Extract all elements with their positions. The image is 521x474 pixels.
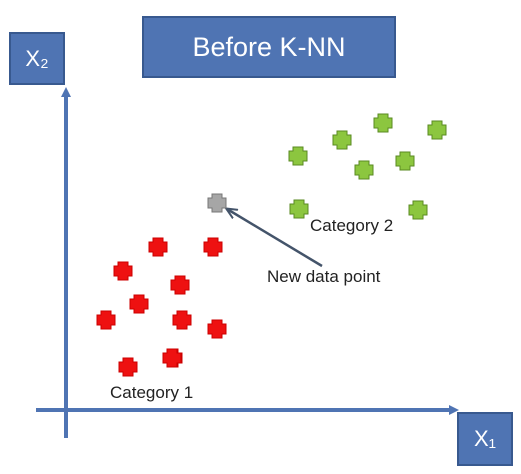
category-2-point-6: [354, 160, 374, 180]
category-1-point-4: [170, 275, 190, 295]
category-1-point-2: [203, 237, 223, 257]
category-1-point-8: [207, 319, 227, 339]
category-1-label: Category 1: [110, 383, 194, 402]
category-1-point-11: [162, 348, 182, 368]
x-axis-label: X₁: [457, 412, 513, 466]
category-2-point-7: [289, 199, 309, 219]
new-data-point-point-1: [207, 193, 227, 213]
diagram-title: Before K-NN: [142, 16, 396, 78]
new-point-arrow: [227, 209, 323, 268]
category-2-point-2: [427, 120, 447, 140]
category-1-point-6: [96, 310, 116, 330]
category-2-point-3: [332, 130, 352, 150]
category-2-point-8: [408, 200, 428, 220]
category-1-point-7: [172, 310, 192, 330]
new-data-point-label: New data point: [267, 267, 381, 286]
category-2-point-1: [373, 113, 393, 133]
category-2-label: Category 2: [310, 216, 394, 235]
category-2-point-5: [395, 151, 415, 171]
category-1-point-10: [118, 357, 138, 377]
y-axis-label: X₂: [9, 32, 65, 85]
category-1-point-1: [148, 237, 168, 257]
category-1-point-5: [129, 294, 149, 314]
category-2-point-4: [288, 146, 308, 166]
category-1-point-3: [113, 261, 133, 281]
